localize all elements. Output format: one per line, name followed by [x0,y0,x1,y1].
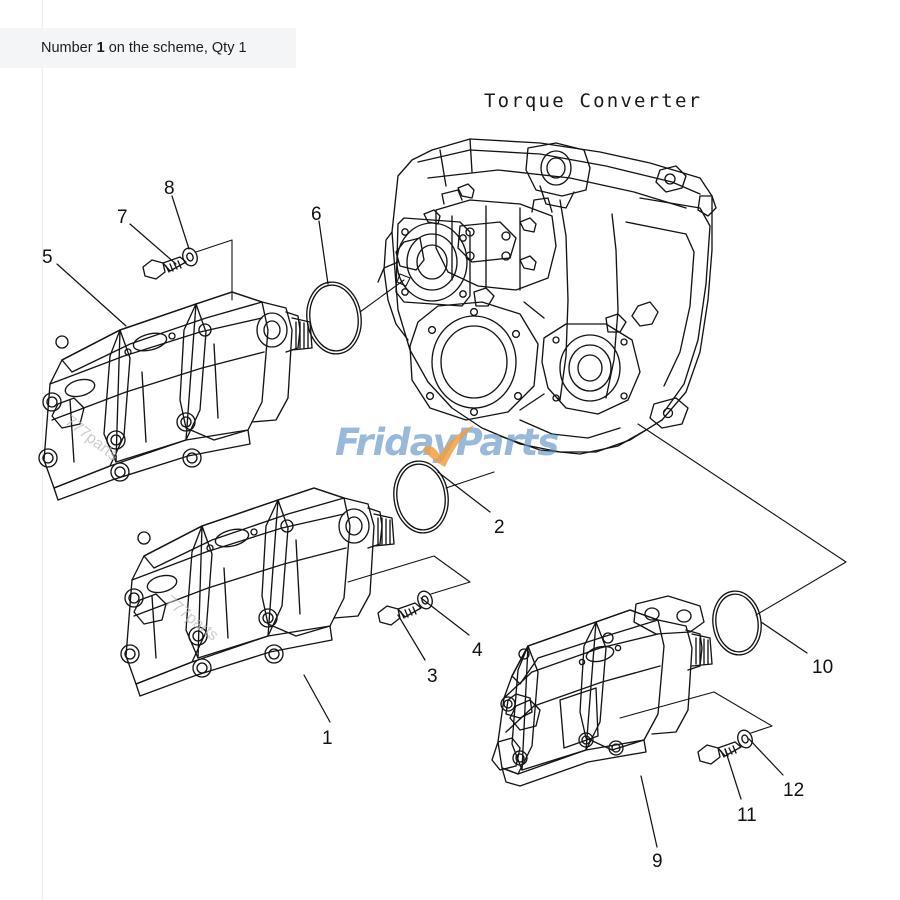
o-ring-6-art [306,281,362,355]
o-ring-10-art [712,590,762,656]
callout-8[interactable]: 8 [164,178,175,199]
tooltip-number: 1 [96,39,105,56]
o-ring-2-art [393,460,449,534]
callout-2[interactable]: 2 [494,517,505,538]
callout-10[interactable]: 10 [812,657,834,678]
pump-upper-left-art [38,291,313,501]
callout-6[interactable]: 6 [311,204,322,225]
bolt-11-art [697,741,742,765]
washer-12-art [737,729,753,749]
tooltip-suffix: on the scheme, Qty 1 [104,39,247,56]
pump-lower-right-art [491,595,713,787]
scheme-tooltip: Number 1 on the scheme, Qty 1 [0,28,296,68]
callout-11[interactable]: 11 [737,805,757,826]
callout-12[interactable]: 12 [783,780,805,801]
callout-3[interactable]: 3 [427,666,438,687]
callout-4[interactable]: 4 [472,640,483,661]
torque-converter-housing-art [377,138,717,455]
callout-9[interactable]: 9 [652,851,663,872]
bolt-3-art [377,602,422,626]
callout-leaders [56,195,808,848]
callout-5[interactable]: 5 [42,247,53,268]
tooltip-prefix: Number [41,39,97,56]
washer-8-art [182,247,198,267]
bolt-7-art [142,256,187,280]
callout-7[interactable]: 7 [117,207,128,228]
washer-4-art [417,590,433,610]
callout-1[interactable]: 1 [322,728,333,749]
left-gutter-rule [42,0,43,900]
diagram-title: Torque Converter [484,90,703,112]
tooltip-text: Number 1 on the scheme, Qty 1 [41,41,247,56]
pump-main-art [120,487,395,697]
